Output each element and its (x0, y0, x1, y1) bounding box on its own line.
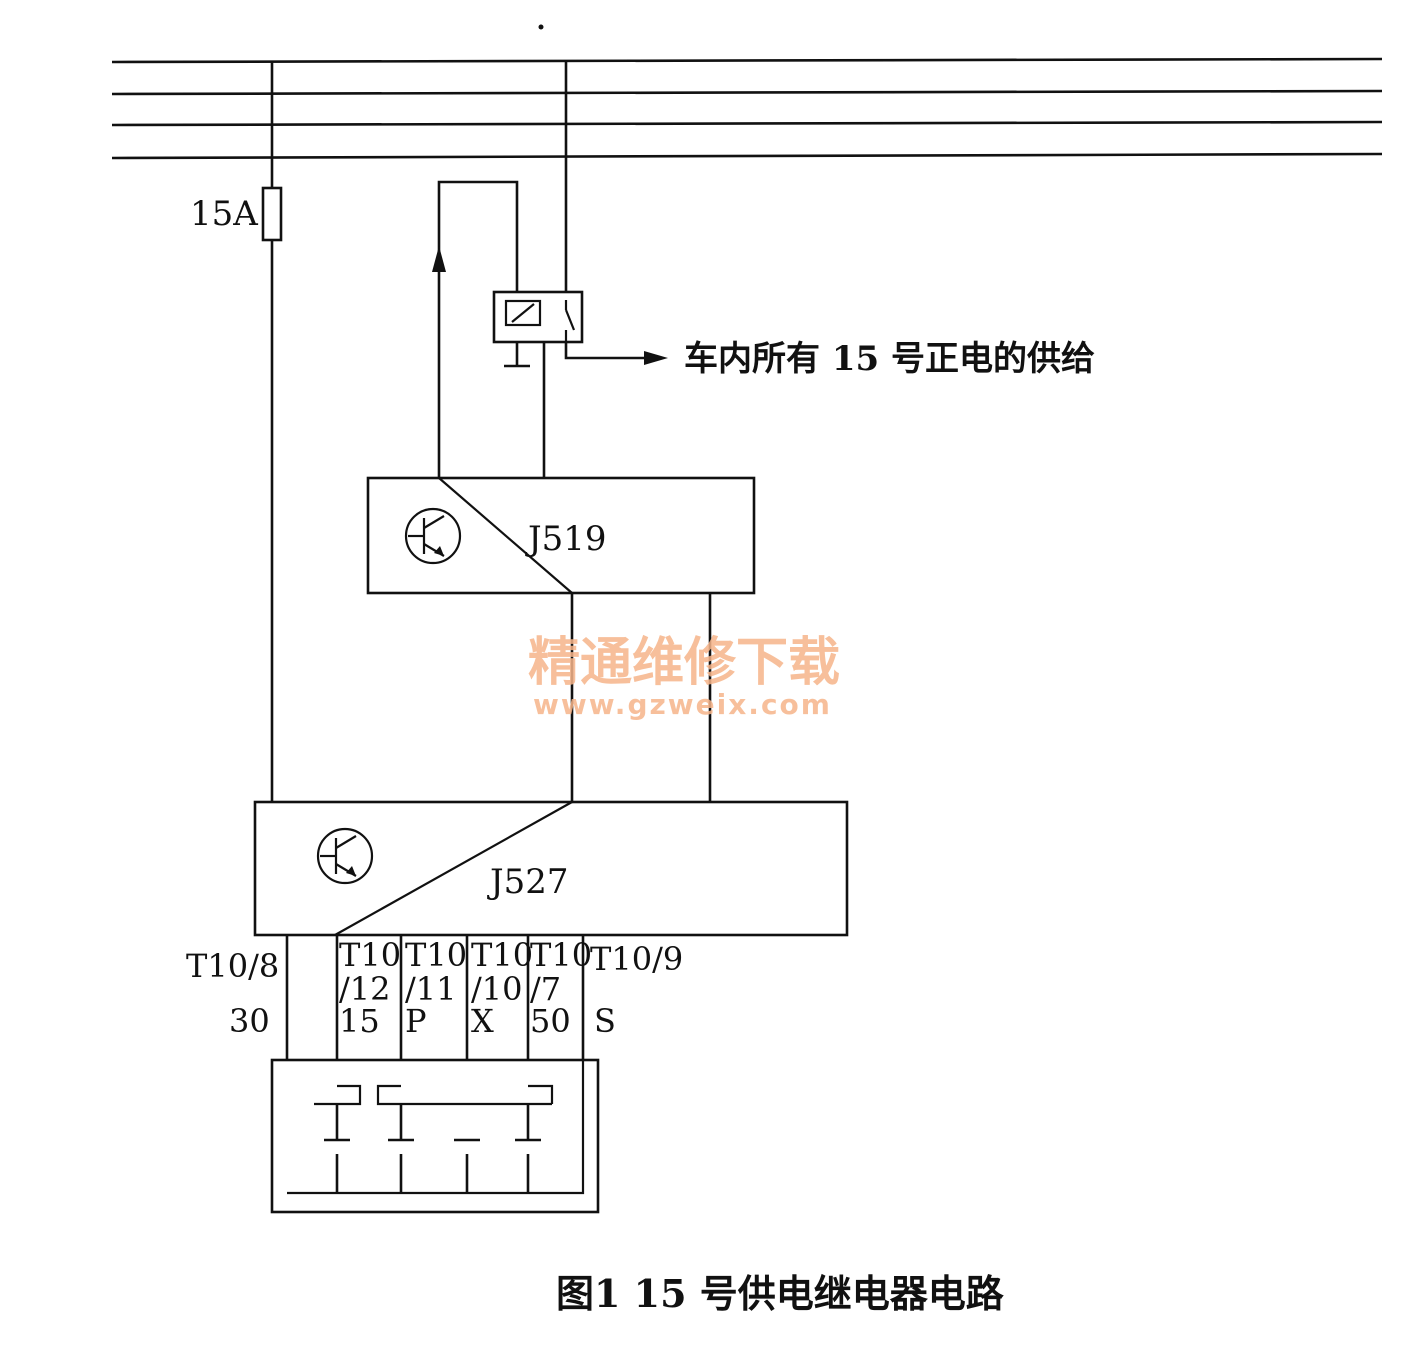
relay-output-note: 车内所有 15 号正电的供给 (684, 339, 1095, 379)
pin-label-left-terminal: 30 (229, 1002, 270, 1040)
pin-label-t10-10: T10 (471, 936, 533, 974)
pin-label-t10-11: /11 (405, 970, 457, 1008)
bus-line-2 (111, 89, 1383, 96)
module-j519-label: J519 (525, 519, 607, 559)
transistor-icon (404, 507, 462, 565)
pin-label-t10-10: /10 (471, 970, 523, 1008)
module-j527: J527 (253, 800, 849, 937)
relay-feed-wire (432, 62, 568, 478)
switch-housing-inner (287, 1060, 585, 1195)
watermark-url: www.gzweix.com (533, 688, 832, 721)
module-j519: J519 (366, 476, 756, 595)
switch-contact-icon (376, 1084, 552, 1106)
pin-label-t10-7: T10 (530, 936, 592, 974)
pin-label-t10-12: 15 (339, 1002, 380, 1040)
pin-label-t10-7: 50 (530, 1002, 571, 1040)
pin-label-t10-10: X (471, 1002, 494, 1040)
ignition-switch (270, 1058, 600, 1214)
bus-line-4 (111, 152, 1383, 160)
fuse-label: 15A (190, 194, 258, 234)
power-bus (111, 57, 1383, 160)
pin-label-right-terminal: S (594, 1002, 616, 1040)
switch-housing-outer (270, 1058, 600, 1214)
fuse-15a (261, 186, 283, 242)
pin-labels: T10/8 30 T10 /12 15 T10 /11 P T10 /10 X … (186, 936, 683, 1040)
relay-coil-icon (504, 299, 542, 327)
pin-label-t10-12: T10 (339, 936, 401, 974)
bus-line-1 (111, 57, 1383, 64)
supply-relay: 车内所有 15 号正电的供给 (492, 290, 1095, 478)
bus-line-3 (111, 120, 1383, 127)
scan-speck (538, 24, 544, 30)
pin-label-t10-7: /7 (530, 970, 561, 1008)
fused-supply-wire: 15A (190, 62, 283, 802)
module-j527-label: J527 (487, 862, 569, 902)
interlink-wires (570, 593, 712, 802)
pin-label-right: T10/9 (590, 940, 683, 978)
transistor-icon (316, 827, 374, 885)
watermark: 精通维修下载 www.gzweix.com (528, 633, 840, 721)
arrow-right-icon (644, 351, 668, 365)
watermark-title: 精通维修下载 (528, 633, 840, 693)
arrow-up-icon (432, 246, 446, 272)
figure-caption: 图1 15 号供电继电器电路 (556, 1271, 1005, 1316)
pin-label-t10-12: /12 (339, 970, 391, 1008)
pin-label-left: T10/8 (186, 947, 279, 985)
pin-label-t10-11: P (405, 1002, 427, 1040)
pin-label-t10-11: T10 (405, 936, 467, 974)
switch-contact-icon (528, 1084, 554, 1104)
